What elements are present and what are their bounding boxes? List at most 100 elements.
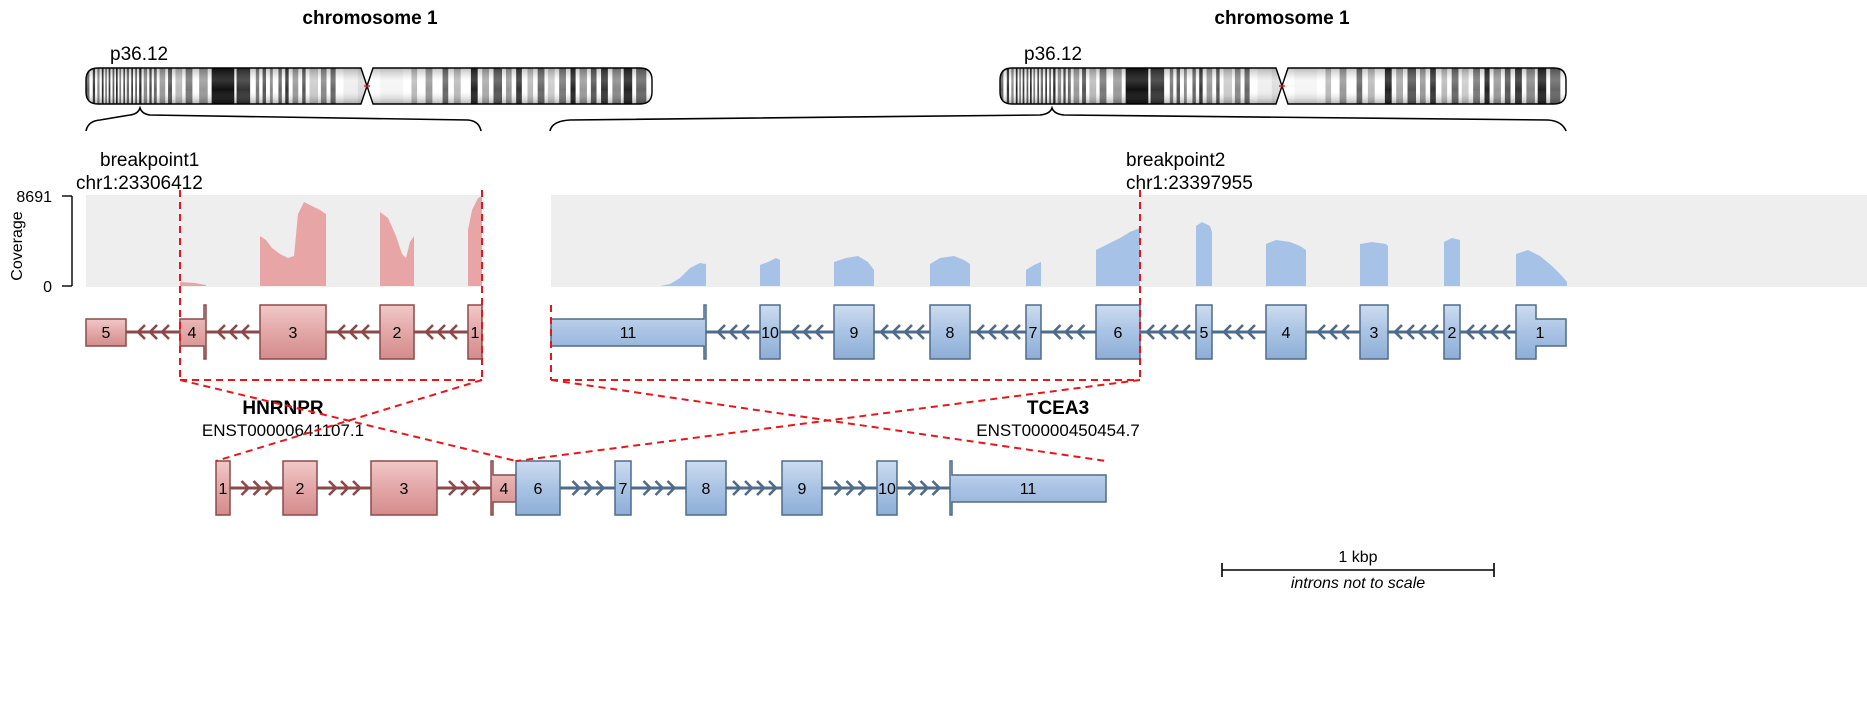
fusion-exon-label: 8 (702, 481, 711, 498)
right-zoom-bracket (549, 105, 1567, 132)
intron-arrow (1051, 324, 1062, 340)
left-transcript-id: ENST00000641107.1 (202, 421, 364, 440)
intron-arrow (360, 324, 370, 340)
right-gene-intron-arrows (716, 324, 1511, 340)
intron-arrow (148, 324, 158, 340)
left-exon-label: 1 (471, 325, 480, 342)
right-exon-6 (1095, 304, 1141, 360)
intron-arrow (1181, 324, 1191, 340)
intron-arrow (814, 324, 824, 340)
left-band-label: p36.12 (110, 44, 168, 65)
right-exon-label: 11 (620, 325, 637, 342)
right-exon-5 (1195, 304, 1213, 360)
right-gene-model: 11 10 9 8 7 6 5 4 3 2 1 (550, 304, 1567, 360)
intron-arrow (1075, 324, 1086, 340)
right-chromosome-title: chromosome 1 (1214, 8, 1350, 29)
right-exon-1 (1515, 304, 1567, 360)
intron-arrow (891, 324, 901, 340)
intron-arrow (987, 324, 997, 340)
left-exon-label: 4 (188, 325, 197, 342)
right-exon-label: 10 (761, 325, 779, 342)
coverage-max-label: 8691 (16, 189, 52, 206)
right-exon-7 (1025, 304, 1042, 360)
intron-arrow (252, 480, 263, 496)
fusion-exon-label: 6 (534, 481, 543, 498)
coverage-axis-title: Coverage (9, 211, 26, 280)
fusion-exon-label: 3 (400, 481, 409, 498)
intron-arrow (136, 324, 146, 340)
scale-bar: 1 kbp introns not to scale (1221, 549, 1495, 592)
right-band-label: p36.12 (1024, 44, 1082, 65)
right-exon-label: 3 (1370, 325, 1379, 342)
intron-arrow (472, 480, 482, 496)
left-gene-model: 5 4 3 2 1 (85, 304, 483, 360)
left-gene-name: HNRNPR (242, 398, 324, 419)
fusion-exon-label: 7 (619, 481, 628, 498)
right-coverage-track (660, 222, 1567, 286)
intron-arrow (240, 324, 250, 340)
intron-arrow (728, 324, 738, 340)
left-exon-4 (179, 304, 207, 360)
right-exon-10 (759, 304, 781, 360)
intron-arrow (915, 324, 925, 340)
fusion-exon-label: 11 (1020, 481, 1037, 498)
intron-arrow (340, 480, 350, 496)
left-exon-label: 2 (393, 325, 402, 342)
intron-arrow (1234, 324, 1244, 340)
intron-arrow (352, 480, 362, 496)
fusion-exon-8 (685, 460, 727, 516)
intron-arrow (583, 480, 594, 496)
intron-arrow (879, 324, 889, 340)
left-chromosome-title: chromosome 1 (302, 8, 438, 29)
fusion-exon-1 (215, 460, 231, 516)
intron-arrow (833, 480, 844, 496)
intron-arrow (424, 324, 434, 340)
fusion-gene2-intron-arrows (571, 480, 942, 496)
scale-bar-label: 1 kbp (1338, 549, 1377, 566)
left-exon-1 (467, 304, 483, 360)
intron-arrow (1145, 324, 1155, 340)
intron-arrow (348, 324, 358, 340)
intron-arrow (790, 324, 800, 340)
fusion-exon-2 (282, 460, 318, 516)
right-exon-label: 4 (1282, 325, 1291, 342)
left-exon-5 (85, 318, 127, 347)
intron-arrow (740, 324, 750, 340)
intron-arrow (328, 480, 338, 496)
intron-arrow (931, 480, 942, 496)
left-exon-2 (379, 304, 415, 360)
intron-arrow (802, 324, 812, 340)
left-chromosome-ideogram (85, 67, 653, 105)
right-exon-label: 5 (1200, 325, 1209, 342)
intron-arrow (595, 480, 606, 496)
right-transcript-id: ENST00000450454.7 (976, 421, 1140, 440)
left-zoom-bracket (85, 105, 482, 132)
right-gene-name: TCEA3 (1027, 398, 1089, 419)
breakpoint1-position: chr1:23306412 (76, 173, 203, 194)
intron-arrow (1063, 324, 1074, 340)
intron-arrow (666, 480, 677, 496)
fusion-transcript-model: 1 2 3 4 6 7 8 9 10 11 (215, 460, 1107, 516)
left-exon-label: 3 (289, 325, 298, 342)
breakpoint-lines (179, 190, 1141, 462)
intron-arrow (1246, 324, 1256, 340)
intron-arrow (1157, 324, 1167, 340)
left-exon-label: 5 (102, 325, 111, 342)
fusion-exon-10 (876, 460, 898, 516)
intron-arrow (756, 480, 766, 496)
right-exon-label: 8 (946, 325, 955, 342)
intron-arrow (1169, 324, 1179, 340)
intron-arrow (654, 480, 665, 496)
coverage-axis: 8691 0 Coverage (9, 189, 73, 296)
left-coverage-track (180, 196, 482, 286)
intron-arrow (1405, 324, 1415, 340)
intron-arrow (744, 480, 754, 496)
fusion-exon-7 (614, 460, 632, 516)
intron-arrow (903, 324, 913, 340)
right-exon-3 (1359, 304, 1389, 360)
intron-arrow (160, 324, 170, 340)
intron-arrow (264, 480, 275, 496)
intron-arrow (857, 480, 868, 496)
intron-arrow (448, 480, 458, 496)
